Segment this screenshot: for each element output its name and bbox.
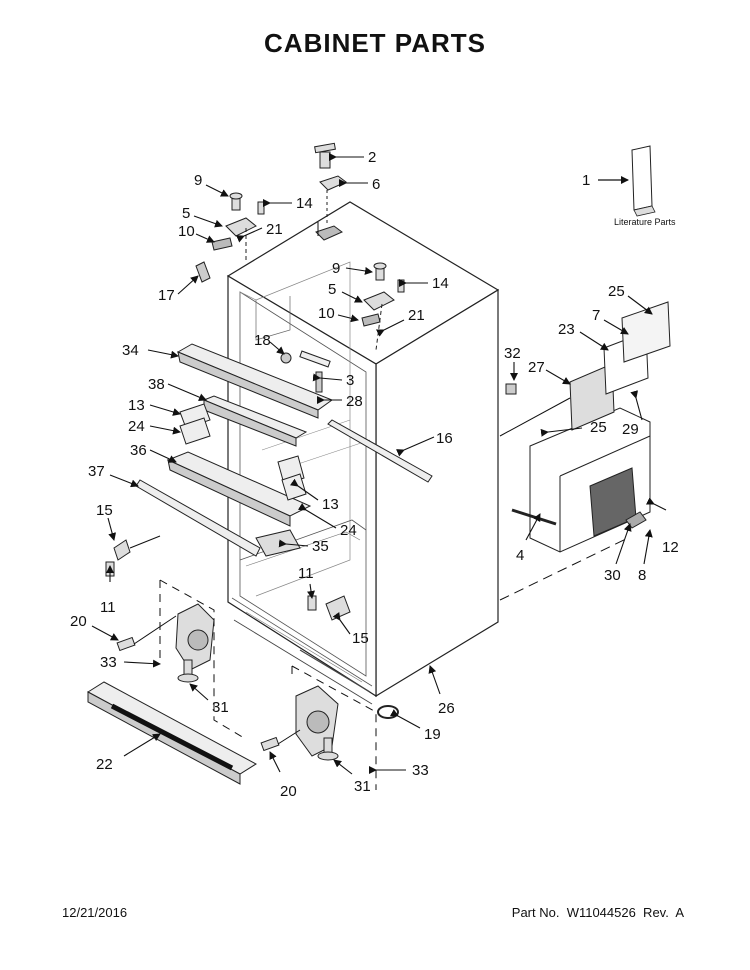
literature-parts-booklet — [598, 145, 656, 217]
leader-lines — [129, 222, 629, 790]
callout-8: 8 — [638, 567, 646, 584]
callout-25: 25 — [608, 283, 625, 300]
callout-18: 18 — [254, 332, 271, 349]
callout-28: 28 — [346, 393, 363, 410]
callout-20: 20 — [70, 613, 87, 630]
callout-21: 21 — [408, 307, 425, 324]
page-title: CABINET PARTS — [264, 28, 486, 58]
callout-24: 24 — [340, 522, 357, 539]
cabinet-body — [226, 201, 500, 705]
callout-33: 33 — [100, 654, 117, 671]
callout-38: 38 — [148, 376, 165, 393]
callout-20: 20 — [280, 783, 297, 800]
callout-16: 16 — [436, 430, 453, 447]
callout-27: 27 — [528, 359, 545, 376]
callout-labels: 2 6 1 9 14 5 21 10 17 9 14 5 10 21 25 7 … — [70, 149, 679, 800]
callout-31: 31 — [212, 699, 229, 716]
callout-26: 26 — [438, 700, 455, 717]
callout-11: 11 — [100, 599, 116, 616]
base-grille — [87, 681, 257, 785]
callout-15: 15 — [352, 630, 369, 647]
callout-30: 30 — [604, 567, 621, 584]
lower-left-hinge-assembly — [105, 539, 351, 683]
callout-arrows — [91, 153, 667, 775]
revision-date: 12/21/2016 — [62, 905, 128, 920]
callout-25: 25 — [590, 419, 607, 436]
callout-34: 34 — [122, 342, 139, 359]
callout-9: 9 — [194, 172, 202, 189]
callout-32: 32 — [504, 345, 521, 362]
callout-21: 21 — [266, 221, 283, 238]
callout-10: 10 — [318, 305, 335, 322]
callout-5: 5 — [182, 205, 190, 222]
callout-37: 37 — [88, 463, 105, 480]
lower-right-hinge-assembly — [260, 685, 399, 761]
callout-11: 11 — [298, 565, 314, 582]
upper-trim-parts — [135, 343, 334, 557]
control-box-assembly — [505, 301, 671, 553]
rail-parts — [277, 419, 433, 501]
callout-6: 6 — [372, 176, 380, 193]
callout-31: 31 — [354, 778, 371, 795]
callout-3: 3 — [346, 372, 354, 389]
callout-35: 35 — [312, 538, 329, 555]
callout-9: 9 — [332, 260, 340, 277]
callout-24: 24 — [128, 418, 145, 435]
callout-12: 12 — [662, 539, 679, 556]
callout-15: 15 — [96, 502, 113, 519]
callout-10: 10 — [178, 223, 195, 240]
callout-1: 1 — [582, 172, 590, 189]
callout-19: 19 — [424, 726, 441, 743]
callout-14: 14 — [296, 195, 313, 212]
part-number: Part No. W11044526 Rev. A — [511, 905, 684, 920]
callout-13: 13 — [322, 496, 339, 513]
callout-33: 33 — [412, 762, 429, 779]
literature-parts-label: Literature Parts — [614, 217, 676, 227]
callout-2: 2 — [368, 149, 376, 166]
callout-36: 36 — [130, 442, 147, 459]
callout-5: 5 — [328, 281, 336, 298]
callout-14: 14 — [432, 275, 449, 292]
callout-29: 29 — [622, 421, 639, 438]
callout-23: 23 — [558, 321, 575, 338]
callout-13: 13 — [128, 397, 145, 414]
callout-4: 4 — [516, 547, 524, 564]
callout-22: 22 — [96, 756, 113, 773]
callout-17: 17 — [158, 287, 175, 304]
callout-7: 7 — [592, 307, 600, 324]
